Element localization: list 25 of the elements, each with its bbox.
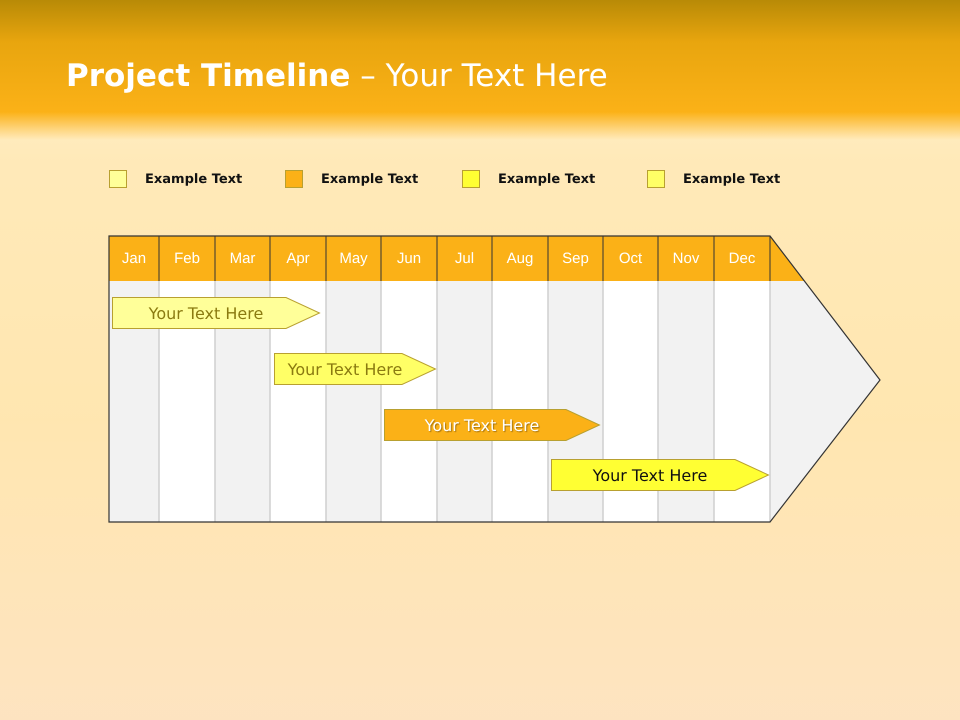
legend-label: Example Text — [683, 172, 780, 186]
bar-label: Your Text Here — [148, 304, 264, 322]
month-label: Jul — [454, 249, 476, 269]
month-label: Nov — [672, 249, 700, 269]
timeline-bar — [112, 297, 320, 329]
month-label: Aug — [506, 249, 534, 269]
month-label: Sep — [561, 249, 590, 269]
timeline-bar — [551, 459, 769, 491]
month-label: Mar — [228, 249, 256, 269]
month-label: Jan — [120, 249, 148, 269]
bar-label: Your Text Here — [424, 416, 540, 434]
month-label: Apr — [285, 249, 311, 269]
month-label: Oct — [618, 249, 644, 269]
bar-label: Your Text Here — [288, 360, 402, 378]
month-label: May — [338, 249, 369, 269]
month-label: Jun — [396, 249, 422, 269]
legend-label: Example Text — [145, 172, 242, 186]
title: Project Timeline – Your Text Here — [66, 58, 608, 94]
timeline-bar — [384, 409, 600, 441]
month-label: Feb — [173, 249, 201, 269]
legend-label: Example Text — [498, 172, 596, 186]
bar-label: Your Text Here — [592, 466, 708, 484]
month-label: Dec — [728, 249, 756, 269]
timeline-bar — [274, 353, 436, 385]
legend-label: Example Text — [321, 172, 418, 186]
